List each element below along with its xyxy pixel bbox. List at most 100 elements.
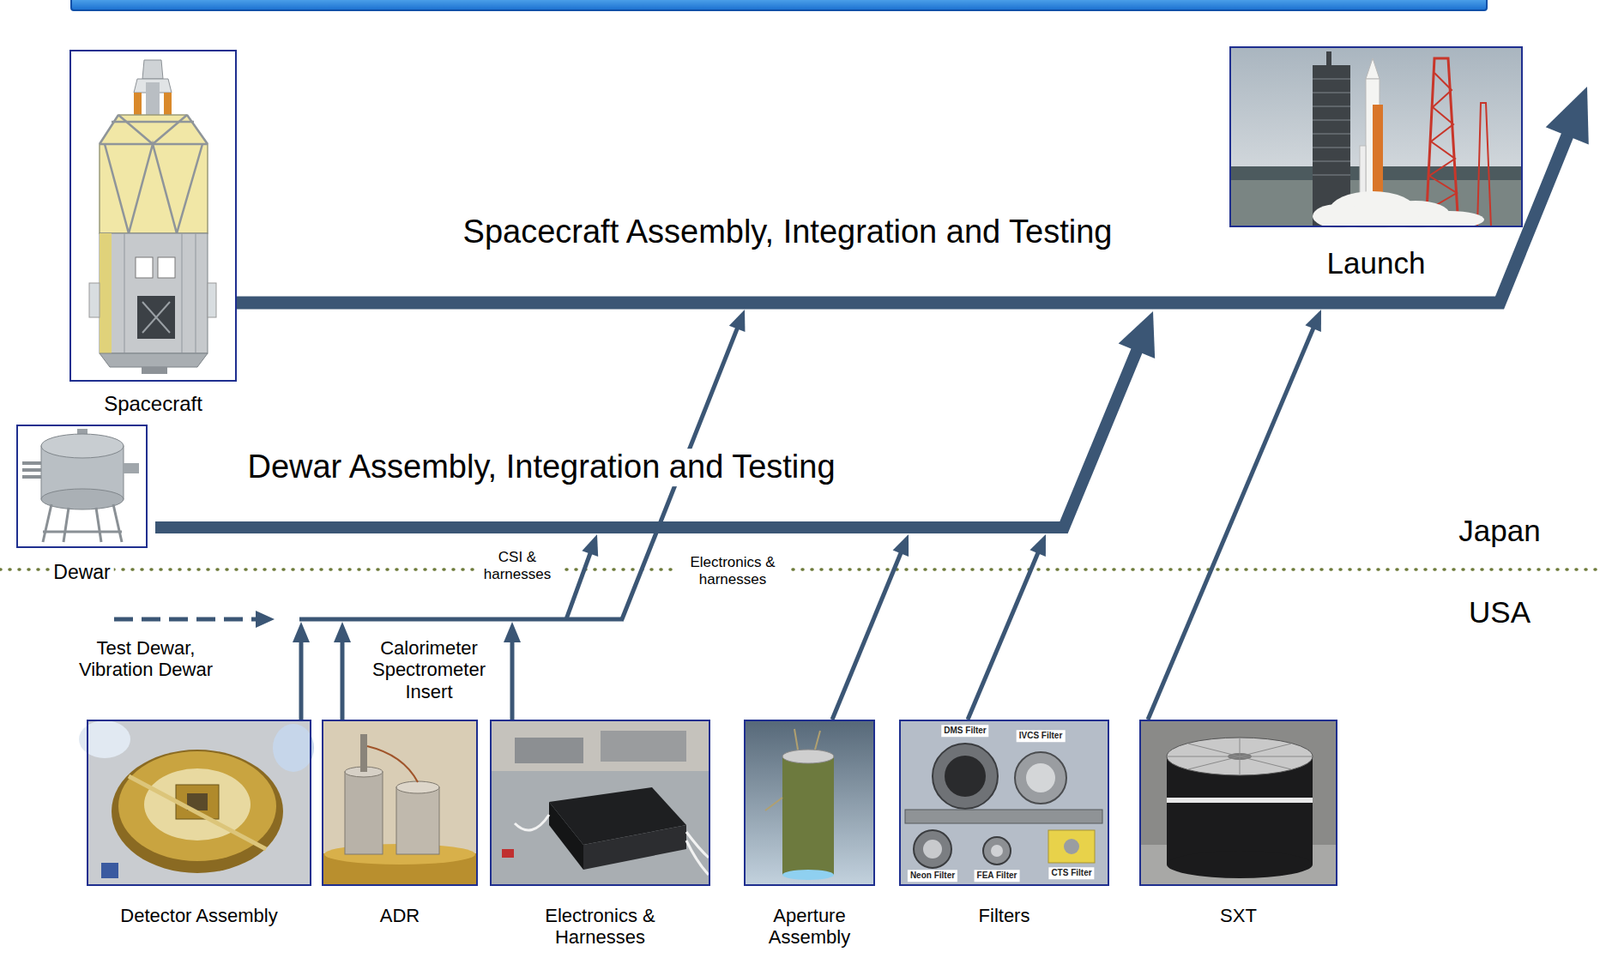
spacecraft-illustration — [207, 283, 217, 318]
filter-tag: FEA Filter — [974, 869, 1021, 882]
spacecraft-illustration — [133, 92, 142, 117]
filter-tag: CTS Filter — [1048, 867, 1094, 880]
node-label: Launch — [1327, 246, 1426, 281]
spacecraft-illustration — [118, 114, 188, 145]
arrow-head — [503, 621, 521, 643]
node-label: SXT — [1219, 905, 1257, 927]
delivery-arrow — [292, 621, 310, 720]
detector-photo — [272, 724, 314, 773]
sxt-photo — [1139, 719, 1338, 887]
aperture-photo — [743, 719, 876, 887]
launch-photo — [1415, 211, 1485, 229]
filters-photo — [1026, 763, 1056, 793]
filters-photo — [932, 743, 998, 810]
launch-photo — [1312, 204, 1365, 229]
arrow-head — [255, 610, 275, 628]
node-label: ADR — [380, 905, 420, 927]
filter-tag: DMS Filter — [941, 724, 989, 737]
flow-connector — [236, 86, 1589, 303]
electronics-photo — [583, 825, 687, 870]
arrow-shaft — [1147, 322, 1316, 720]
dewar-illustration — [41, 434, 124, 459]
spacecraft-illustration — [123, 233, 125, 354]
delivery-arrow — [832, 534, 909, 720]
spacecraft-image-box: Spacecraft — [69, 49, 237, 382]
launch-photo — [1365, 58, 1380, 79]
detector-photo — [118, 751, 277, 862]
spacecraft-illustration — [163, 92, 172, 117]
spacecraft-illustration — [99, 114, 208, 234]
launch-photo — [1312, 78, 1351, 176]
stage-title: Spacecraft Assembly, Integration and Tes… — [463, 213, 1113, 252]
arrow-shaft — [832, 548, 904, 720]
adr-photo — [367, 746, 418, 783]
filters-photo — [990, 845, 1003, 858]
spacecraft-illustration — [89, 283, 100, 318]
aperture-photo-box: Aperture Assembly — [743, 719, 876, 887]
header-bar — [71, 0, 1487, 11]
launch-photo — [1326, 51, 1332, 67]
country-divider — [0, 567, 1600, 572]
arrow-shaft — [155, 338, 1142, 528]
spacecraft-illustration — [69, 49, 237, 382]
sxt-photo-box: SXT — [1139, 719, 1338, 887]
spacecraft-illustration — [142, 301, 170, 333]
arrow-shaft — [299, 636, 304, 720]
aperture-photo — [782, 869, 834, 881]
test-article-label: Test Dewar, Vibration Dewar — [68, 637, 224, 682]
filters-photo — [1063, 839, 1080, 855]
filters-photo — [899, 719, 1110, 887]
adr-photo — [344, 772, 383, 855]
detector-photo — [101, 863, 119, 879]
launch-photo — [1312, 119, 1351, 121]
delivery-label: Electronics & harnesses — [676, 554, 789, 588]
node-label: Dewar — [49, 561, 114, 584]
region-label: USA — [1468, 595, 1531, 630]
launch-photo — [1312, 191, 1485, 230]
spacecraft-illustration — [145, 82, 160, 117]
delivery-arrow — [503, 621, 521, 720]
adr-photo — [396, 787, 440, 855]
adr-photo — [360, 734, 368, 773]
node-label: Aperture Assembly — [745, 905, 875, 949]
detector-photo-box: Detector Assembly — [86, 719, 312, 887]
dashed-arrow — [114, 610, 275, 628]
sxt-photo — [1166, 737, 1313, 776]
filters-photo — [913, 830, 952, 869]
region-label: Japan — [1458, 513, 1540, 549]
node-label: Electronics & Harnesses — [523, 905, 678, 949]
electronics-photo — [514, 737, 584, 764]
spacecraft-illustration — [99, 114, 208, 145]
stage-title: Dewar Assembly, Integration and Testing — [242, 448, 840, 487]
sxt-photo — [1166, 797, 1313, 804]
spacecraft-illustration — [99, 114, 208, 234]
spacecraft-illustration — [141, 367, 168, 375]
launch-photo — [1427, 72, 1457, 211]
spacecraft-illustration — [69, 49, 237, 382]
launch-photo — [1372, 104, 1383, 200]
arrow-shaft — [566, 548, 592, 620]
spacecraft-illustration — [137, 295, 176, 339]
arrow-head — [581, 534, 598, 557]
electronics-photo — [514, 815, 709, 876]
spacecraft-illustration — [135, 257, 153, 278]
arrow-head — [1118, 311, 1156, 359]
electronics-photo-box: Electronics & Harnesses — [489, 719, 711, 887]
spacecraft-illustration — [104, 144, 203, 234]
filters-photo — [1048, 830, 1095, 864]
launch-photo — [1312, 91, 1351, 94]
arrow-head — [893, 534, 909, 557]
delivery-arrow — [566, 534, 598, 620]
dewar-illustration — [16, 424, 148, 549]
dewar-illustration — [42, 504, 122, 543]
arrow-head — [333, 621, 351, 643]
aperture-photo — [782, 756, 834, 876]
spacecraft-illustration — [124, 233, 196, 354]
flow-arrows — [114, 309, 1322, 720]
detector-photo — [78, 719, 314, 887]
adr-photo — [321, 719, 478, 887]
spacecraft-illustration — [99, 233, 208, 354]
launch-photo — [1312, 146, 1351, 149]
adr-photo-box: ADR — [321, 719, 478, 887]
